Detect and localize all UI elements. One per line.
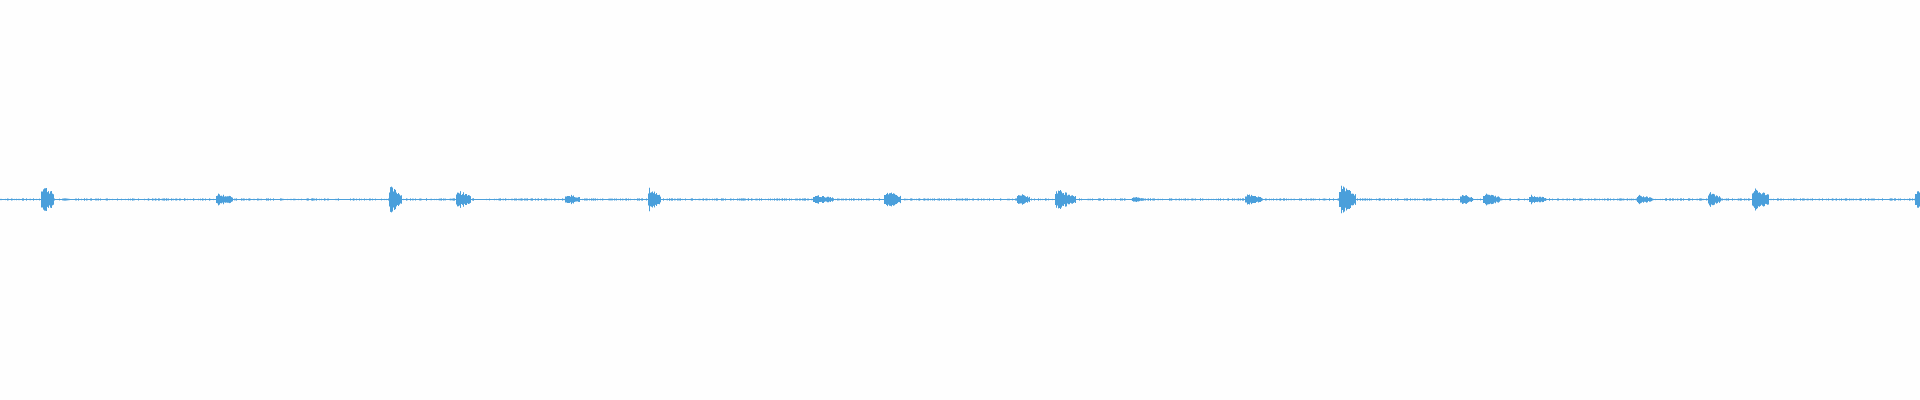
waveform-path: [0, 185, 1920, 214]
waveform-peaks: [0, 185, 1920, 214]
